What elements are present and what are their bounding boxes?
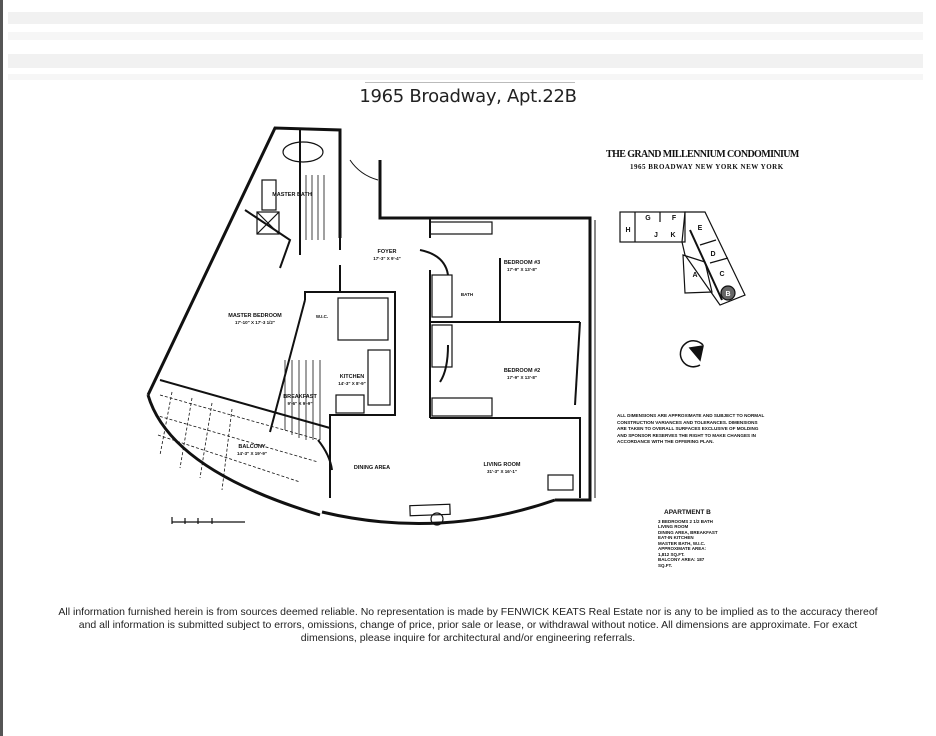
interior-walls: [244, 130, 581, 498]
apartment-line: EAT-IN KITCHEN: [658, 535, 694, 540]
title-rule: [365, 82, 575, 83]
keyplan-unit-a: A: [692, 272, 697, 279]
exterior-walls: [146, 126, 596, 525]
bathtub: [431, 274, 453, 318]
disclaimer-line: dimensions, please inquire for architect…: [300, 632, 636, 644]
building-name: THE GRAND MILLENNIUM CONDOMINIUM: [606, 149, 799, 160]
key-plan: [619, 211, 746, 306]
apartment-line: 3 BEDROOMS 2 1/2 BATH: [658, 518, 713, 524]
label-bedroom2: BEDROOM #2: [504, 368, 540, 374]
keyplan-unit-e: E: [698, 225, 703, 232]
scale-bar: [171, 517, 245, 524]
apartment-line: BALCONY AREA: 187 SQ.FT.: [658, 557, 705, 568]
apartment-line: APPROXIMATE AREA: 1,812 SQ.FT.: [658, 546, 707, 557]
north-arrow-icon: [679, 340, 704, 368]
fixtures: [256, 141, 574, 526]
keyplan-unit-c: C: [719, 271, 724, 278]
faded-header-bands: [8, 6, 923, 82]
keyplan-unit-h: H: [625, 227, 630, 234]
dims-bedroom2: 17'-9" X 13'-8": [507, 375, 537, 380]
plan-notes: ALL DIMENSIONS ARE APPROXIMATE AND SUBJE…: [617, 413, 765, 444]
stove: [335, 394, 365, 414]
label-master-bath: MASTER BATH: [272, 192, 312, 198]
balcony-pavers: [154, 391, 321, 491]
page-edge: [0, 0, 3, 736]
label-bedroom3: BEDROOM #3: [504, 260, 540, 266]
apartment-summary: APARTMENT B 3 BEDROOMS 2 1/2 BATH LIVING…: [658, 510, 718, 568]
bathtub-oval: [282, 141, 324, 163]
dims-kitchen: 14'-3" X 8'-9": [338, 381, 365, 386]
building-address: 1965 BROADWAY NEW YORK NEW YORK: [630, 163, 784, 171]
disclaimer: All information furnished herein is from…: [10, 606, 926, 645]
keyplan-unit-k: K: [670, 232, 675, 239]
disclaimer-line: All information furnished herein is from…: [58, 606, 878, 618]
apartment-line: LIVING ROOM: [658, 524, 689, 529]
keyplan-unit-j: J: [654, 232, 658, 239]
page-title: 1965 Broadway, Apt.22B: [359, 86, 577, 107]
refrigerator: [367, 349, 391, 406]
apartment-heading: APARTMENT B: [664, 509, 711, 516]
label-breakfast: BREAKFAST: [283, 394, 317, 400]
label-living-room: LIVING ROOM: [484, 462, 521, 468]
keyplan-unit-f: F: [672, 215, 677, 222]
dims-breakfast: 9'-6" X 9'-9": [288, 401, 313, 406]
label-bath: BATH: [461, 292, 473, 297]
label-kitchen: KITCHEN: [340, 374, 364, 380]
label-dining-area: DINING AREA: [354, 465, 390, 471]
disclaimer-line: and all information is submitted subject…: [78, 619, 858, 631]
hatching: [284, 175, 325, 440]
dims-balcony: 14'-3" X 19'-9": [237, 451, 267, 456]
balcony-rail: [159, 379, 331, 429]
label-master-bedroom: MASTER BEDROOM: [228, 313, 282, 319]
dims-foyer: 17'-3" X 9'-4": [373, 256, 400, 261]
label-wic: W.I.C.: [316, 314, 328, 319]
bathtub: [431, 324, 453, 368]
keyplan-unit-g: G: [645, 215, 651, 222]
keyplan-unit-d: D: [710, 251, 715, 258]
apartment-line: DINING AREA, BREAKFAST: [658, 529, 718, 535]
label-balcony: BALCONY: [238, 444, 266, 450]
dims-bedroom3: 17'-9" X 13'-8": [507, 267, 537, 272]
label-foyer: FOYER: [378, 249, 397, 255]
keyplan-unit-b: B: [725, 291, 730, 298]
dims-master-bedroom: 17'-10" X 17'-3 1/2": [235, 320, 275, 325]
dims-living-room: 31'-3" X 16'-1": [487, 469, 517, 474]
apartment-line: MASTER BATH, W.I.C.: [658, 540, 706, 546]
